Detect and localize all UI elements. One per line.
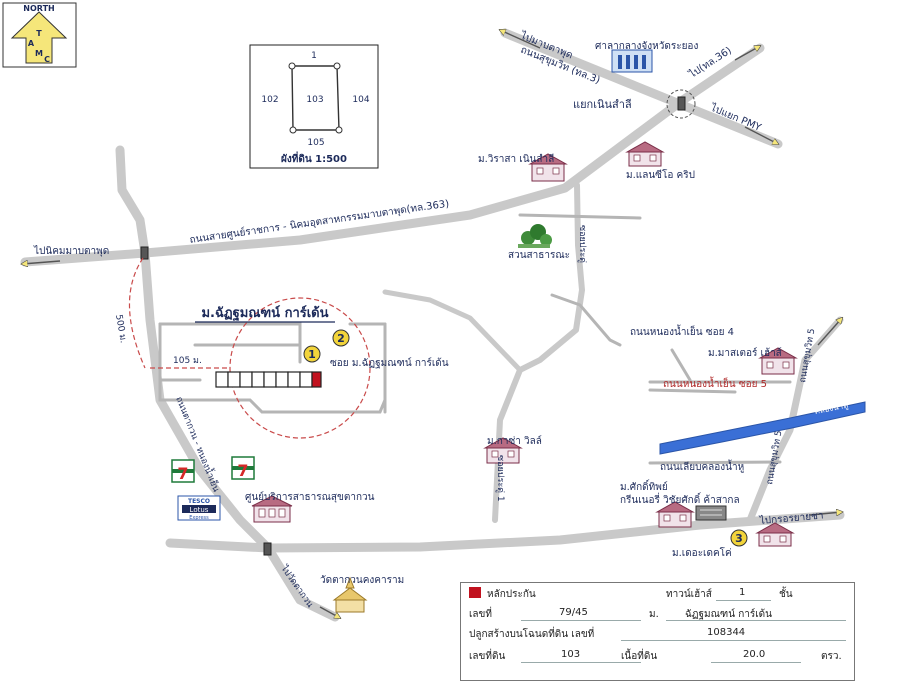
lot-left: 102 — [261, 95, 278, 105]
label-to-industrial-estate: ไปนิคมมาบตาพุด — [33, 245, 109, 257]
label-moo-sakthip: ม.ศักดิ์ทิพย์ — [620, 479, 668, 493]
label-soi-pradu-1: ซอยประดู่ 1 — [495, 455, 505, 502]
north-arrow-icon: NORTH T A M C — [2, 2, 77, 68]
land-no-value: 103 — [561, 649, 581, 660]
svg-text:1: 1 — [308, 348, 316, 361]
distance-105: 105 ม. — [173, 356, 202, 366]
roads — [20, 28, 845, 622]
no-label: เลขที่ — [469, 609, 492, 620]
city-hall-icon — [611, 49, 653, 73]
marker-3: 3 — [730, 529, 748, 547]
label-temple: วัดตากวนคงคาราม — [320, 575, 404, 586]
temple-icon — [332, 576, 368, 613]
label-canal-road: ถนนเลียบคลองน้ำหู — [660, 459, 744, 473]
svg-text:7: 7 — [237, 461, 248, 480]
label-city-hall: ศาลากลางจังหวัดระยอง — [595, 41, 698, 52]
house-icon — [625, 141, 665, 167]
distance-markers: 500 ม. 105 ม. — [113, 257, 230, 369]
svg-text:TESCO: TESCO — [188, 498, 210, 505]
distance-500: 500 ม. — [113, 314, 128, 344]
townhouse-row — [215, 371, 322, 388]
label-noen-salee-junction: แยกเนินสำลี — [573, 98, 632, 111]
info-row-2: เลขที่ 79/45 ม. ฉัฏฐมณฑน์ การ์เด้น — [461, 603, 854, 623]
village-label: ม. — [649, 609, 659, 620]
label-nong-nam-yen-5: ถนนหนองน้ำเย็น ซอย 5 — [663, 376, 767, 390]
label-sukhumvit-soi: ถนนสุขุมวิท 5 — [797, 328, 817, 384]
legend-label: หลักประกัน — [487, 589, 536, 600]
lot-right: 104 — [352, 95, 369, 105]
area-label: เนื้อที่ดิน — [621, 651, 658, 662]
house-icon — [655, 501, 695, 528]
area-value: 20.0 — [743, 649, 766, 660]
svg-text:3: 3 — [735, 532, 743, 545]
label-moo-land-cliff: ม.แลนซีโอ คริป — [626, 168, 695, 181]
floors-value: 1 — [739, 587, 746, 598]
info-row-3: ปลูกสร้างบนโฉนดที่ดิน เลขที่ 108344 — [461, 623, 854, 643]
badge-letter-c: C — [44, 55, 50, 64]
direction-arrows — [22, 30, 842, 618]
title-deed-value: 108344 — [707, 627, 746, 638]
lotus-express-logo: TESCO Lotus Express — [177, 495, 221, 521]
badge-letter-m: M — [35, 49, 43, 58]
seven-eleven-icon: 7 — [171, 459, 195, 483]
house-type-label: ทาวน์เฮ้าส์ — [666, 589, 712, 600]
lot-diagram: 1 102 103 104 105 ผังที่ดิน 1:500 — [249, 44, 379, 169]
seven-eleven-icon: 7 — [231, 456, 255, 480]
title-deed-label: ปลูกสร้างบนโฉนดที่ดิน เลขที่ — [469, 629, 595, 640]
label-nong-nam-yen-4: ถนนหนองน้ำเย็น ซอย 4 — [630, 324, 734, 338]
no-value: 79/45 — [559, 607, 588, 618]
land-no-label: เลขที่ดิน — [469, 651, 506, 662]
label-service-center: ศูนย์บริการสาธารณสุขตากวน — [245, 491, 375, 503]
project-soi-label: ซอย ม.ฉัฏฐมณฑน์ การ์เด้น — [330, 357, 449, 369]
marker-2: 2 — [332, 329, 350, 347]
project-name: ม.ฉัฏฐมณฑน์ การ์เด้น — [201, 305, 328, 322]
svg-text:2: 2 — [337, 332, 345, 345]
badge-letter-a: A — [28, 39, 35, 48]
lot-scale: ผังที่ดิน 1:500 — [281, 151, 347, 165]
house-icon — [755, 522, 795, 547]
house-icon — [528, 153, 568, 182]
label-public-park: สวนสาธารณะ — [508, 250, 570, 261]
label-moo-master-house: ม.มาสเตอร์ เฮ้าส์ — [708, 347, 782, 359]
floors-unit: ชั้น — [779, 589, 793, 600]
house-icon — [758, 347, 798, 375]
lot-top: 1 — [311, 51, 317, 61]
svg-text:Express: Express — [189, 515, 209, 521]
svg-text:7: 7 — [177, 464, 188, 483]
traffic-light-icon — [140, 89, 696, 556]
house-icon — [483, 437, 523, 464]
label-sukhumvit-east: ถนนสุขุมวิท 5 — [764, 430, 784, 486]
collateral-lot — [311, 371, 322, 388]
label-green-nery: กรีนเนอรี่ วิชัยศักดิ์ ค้าสากล — [620, 492, 740, 506]
north-label: NORTH — [23, 4, 54, 13]
info-row-4: เลขที่ดิน 103 เนื้อที่ดิน 20.0 ตรว. — [461, 645, 854, 665]
marker-1: 1 — [303, 345, 321, 363]
park-icon — [518, 224, 552, 248]
village-value: ฉัฏฐมณฑน์ การ์เด้น — [685, 609, 773, 620]
info-row-1: หลักประกัน ทาวน์เฮ้าส์ 1 ชั้น — [461, 583, 854, 603]
badge-letter-t: T — [36, 29, 42, 38]
label-soi-pradu: ซอยประดู่ — [577, 225, 587, 263]
label-moo-wirasa: ม.วิราสา เนินสำลี — [478, 153, 554, 165]
health-center-icon — [251, 495, 293, 523]
property-info-table: หลักประกัน ทาวน์เฮ้าส์ 1 ชั้น เลขที่ 79/… — [460, 582, 855, 681]
svg-text:Lotus: Lotus — [190, 506, 209, 514]
lot-bottom: 105 — [307, 138, 324, 148]
collateral-legend-swatch — [469, 587, 481, 598]
project-area: ม.ฉัฏฐมณฑน์ การ์เด้น ซอย ม.ฉัฏฐมณฑน์ การ… — [158, 297, 449, 439]
label-to-ban-chang: ไปกรอรยายชา — [758, 509, 824, 527]
building-icon — [695, 505, 727, 521]
area-unit: ตรว. — [821, 651, 842, 662]
label-moo-khatha: ม.กาซ่า วิลล์ — [487, 435, 542, 447]
canal: คลองน้ำหู — [659, 399, 866, 455]
lot-center: 103 — [306, 95, 323, 105]
label-moo-the-decor: ม.เดอะเดคโค่ — [672, 546, 732, 559]
